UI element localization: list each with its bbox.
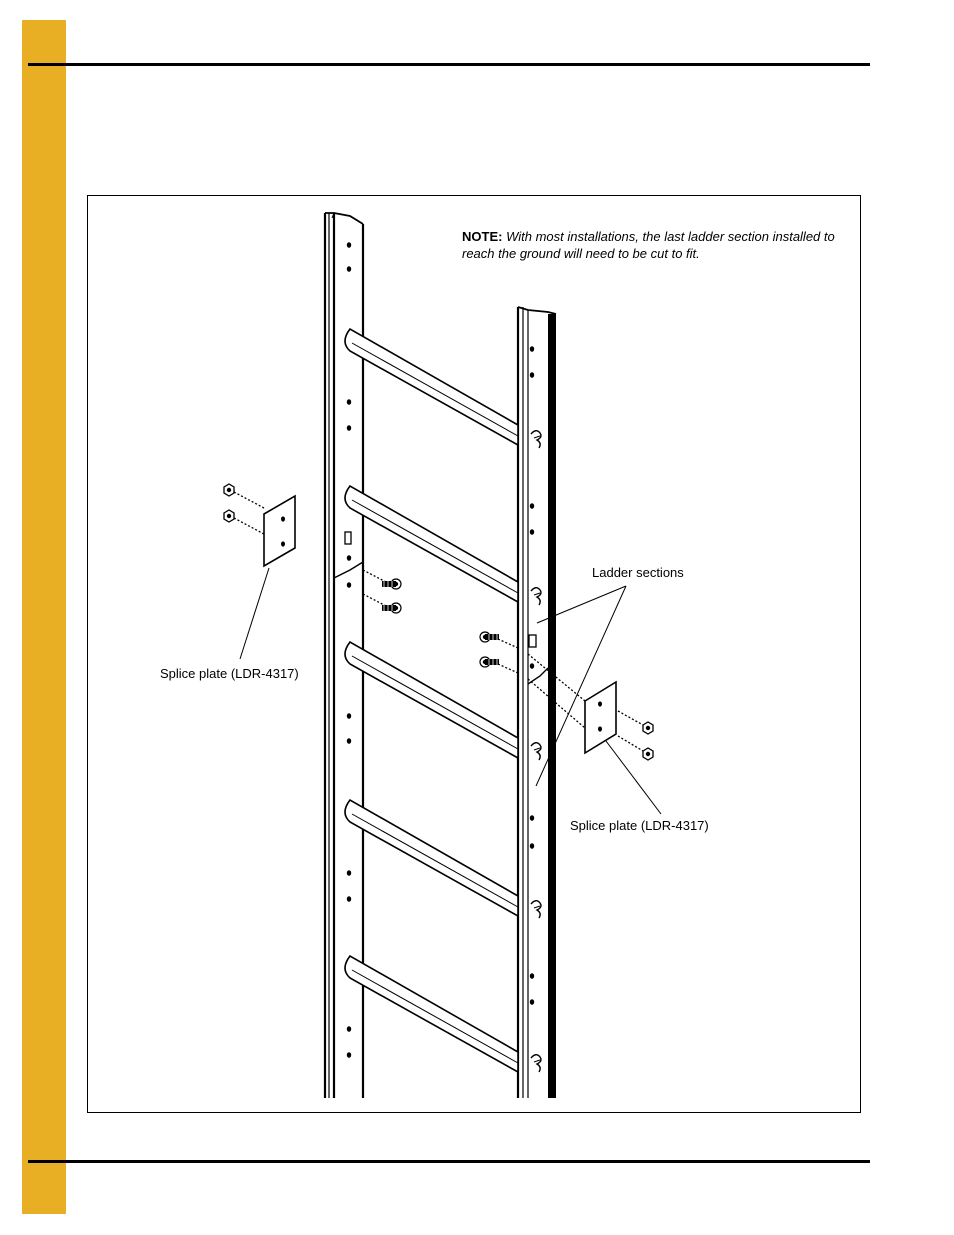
ladder-rungs <box>344 327 519 1074</box>
header-rule <box>28 63 870 66</box>
rung-4 <box>344 798 519 918</box>
right-ladder-rail <box>516 306 557 1098</box>
side-tab-bar <box>22 20 66 1214</box>
footer-rule <box>28 1160 870 1163</box>
splice-plate-callout-right: Splice plate (LDR-4317) <box>570 818 709 833</box>
left-splice-plate <box>263 494 296 568</box>
right-splice-plate <box>584 680 617 755</box>
ladder-splice-figure: NOTE: With most installations, the last … <box>87 195 861 1113</box>
ladder-drawing <box>223 212 662 1098</box>
note-label: NOTE: <box>462 229 503 244</box>
splice-plate-callout-left: Splice plate (LDR-4317) <box>160 666 299 681</box>
callout-leaders <box>239 567 662 815</box>
left-splice-assembly <box>223 483 402 614</box>
installation-note: NOTE: With most installations, the last … <box>462 228 842 262</box>
right-splice-assembly <box>479 631 654 761</box>
rung-2 <box>344 484 519 604</box>
rung-3 <box>344 640 519 760</box>
left-ladder-rail <box>323 212 365 1098</box>
ladder-sections-callout: Ladder sections <box>592 565 684 580</box>
rung-5 <box>344 954 519 1074</box>
rung-1 <box>344 327 519 447</box>
note-text: With most installations, the last ladder… <box>462 229 835 261</box>
